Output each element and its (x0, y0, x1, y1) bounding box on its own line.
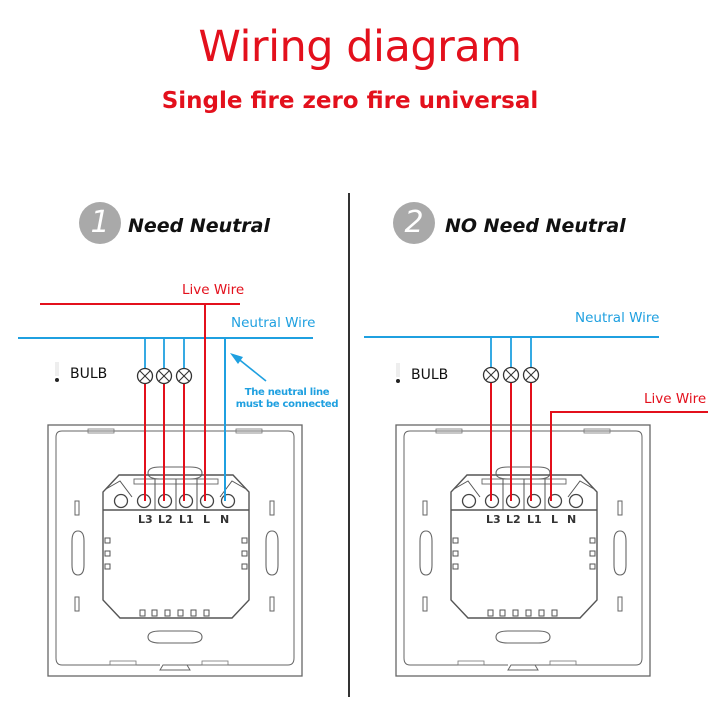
panel-2-drawing (364, 336, 708, 677)
terminal-label-l3-2: L3 (486, 513, 501, 526)
panel-2-title: NO Need Neutral (445, 215, 626, 237)
terminal-label-n-2: N (567, 513, 577, 526)
live-wire-label-2: Live Wire (644, 391, 707, 407)
live-wire-line-2 (550, 411, 708, 501)
bulb-label-1: BULB (70, 366, 108, 382)
terminal-label-l-1: L (203, 513, 211, 526)
lamp-icon (482, 366, 500, 384)
panel-divider (348, 193, 350, 697)
panel-1-drawing (18, 303, 313, 677)
bulb-icon (55, 362, 59, 382)
terminal-label-l1-2: L1 (527, 513, 542, 526)
lamp-icon (136, 367, 154, 385)
bulb-label-2: BULB (411, 367, 449, 383)
neutral-wire-label-1: Neutral Wire (231, 315, 316, 331)
neutral-note: The neutral line must be connected (228, 387, 346, 411)
neutral-note-line-1: The neutral line (244, 387, 330, 398)
diagram-title: Wiring diagram (198, 22, 522, 72)
terminal-label-l3-1: L3 (138, 513, 153, 526)
step-2-badge: 2 (393, 202, 435, 244)
diagram-subtitle: Single fire zero fire universal (161, 88, 539, 114)
switch-plate-1 (47, 424, 303, 677)
live-wire-label-1: Live Wire (182, 282, 245, 298)
terminal-label-n-1: N (220, 513, 230, 526)
terminal-label-l2-2: L2 (506, 513, 521, 526)
panel-1-title: Need Neutral (128, 215, 270, 237)
arrow-icon (230, 353, 267, 382)
step-1-badge: 1 (79, 202, 121, 244)
terminal-label-l1-1: L1 (179, 513, 194, 526)
lamp-icon (522, 366, 540, 384)
lamp-icon (155, 367, 173, 385)
lamp-icon (175, 367, 193, 385)
terminal-label-l2-1: L2 (158, 513, 173, 526)
lamp-icon (502, 366, 520, 384)
neutral-wire-label-2: Neutral Wire (575, 310, 660, 326)
terminal-label-l-2: L (551, 513, 559, 526)
neutral-note-line-2: must be connected (235, 399, 339, 410)
bulb-icon (396, 363, 400, 383)
switch-plate-2 (395, 424, 651, 677)
